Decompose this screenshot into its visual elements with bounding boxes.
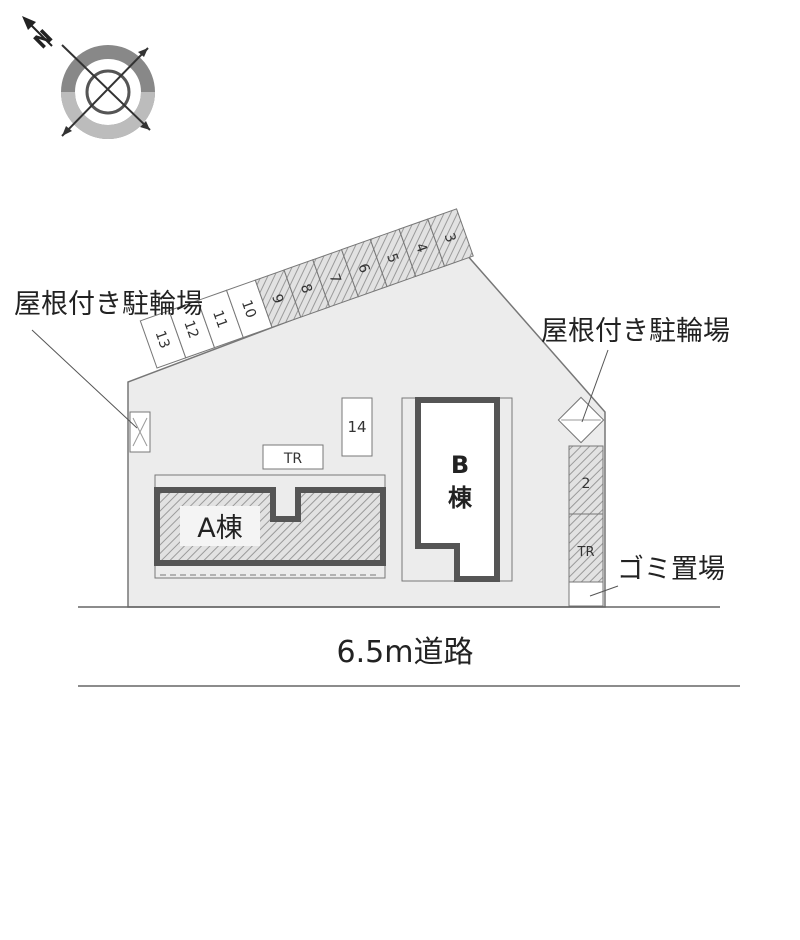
space-2-label: 2 xyxy=(582,476,591,492)
building-b-kanji: 棟 xyxy=(448,484,473,512)
parking-space-14 xyxy=(341,397,373,457)
parking-space-label: 10 xyxy=(238,298,259,320)
north-arrow-compass-icon: N xyxy=(22,16,155,139)
leader-line-right xyxy=(581,349,609,423)
garbage-area xyxy=(568,581,604,607)
garbage-label: ゴミ置場 xyxy=(617,554,725,585)
parking-space-label: 12 xyxy=(180,318,201,340)
tr-box-right xyxy=(568,513,604,583)
building-a-label-bg xyxy=(180,506,260,546)
building-b xyxy=(415,397,500,582)
tr-top-label: TR xyxy=(283,451,303,467)
parking-space-3 xyxy=(427,208,474,267)
road-label: 6.5m道路 xyxy=(337,635,474,670)
bike-parking-right-marker xyxy=(557,396,605,444)
parking-space-label: 13 xyxy=(152,329,173,351)
tr-box-top xyxy=(262,444,324,470)
tr-right-label: TR xyxy=(577,545,595,560)
parking-space-2 xyxy=(568,445,604,515)
space-14-label: 14 xyxy=(347,418,366,436)
bike-parking-left-label: 屋根付き駐輪場 xyxy=(14,289,203,320)
north-label: N xyxy=(29,25,58,54)
building-a-label: A棟 xyxy=(197,513,242,544)
parking-space-label: 11 xyxy=(209,308,230,330)
leader-line-left xyxy=(31,329,138,429)
bike-parking-right-label: 屋根付き駐輪場 xyxy=(541,316,730,347)
building-b-letter: B xyxy=(451,451,469,479)
leader-line-garbage xyxy=(589,585,619,597)
